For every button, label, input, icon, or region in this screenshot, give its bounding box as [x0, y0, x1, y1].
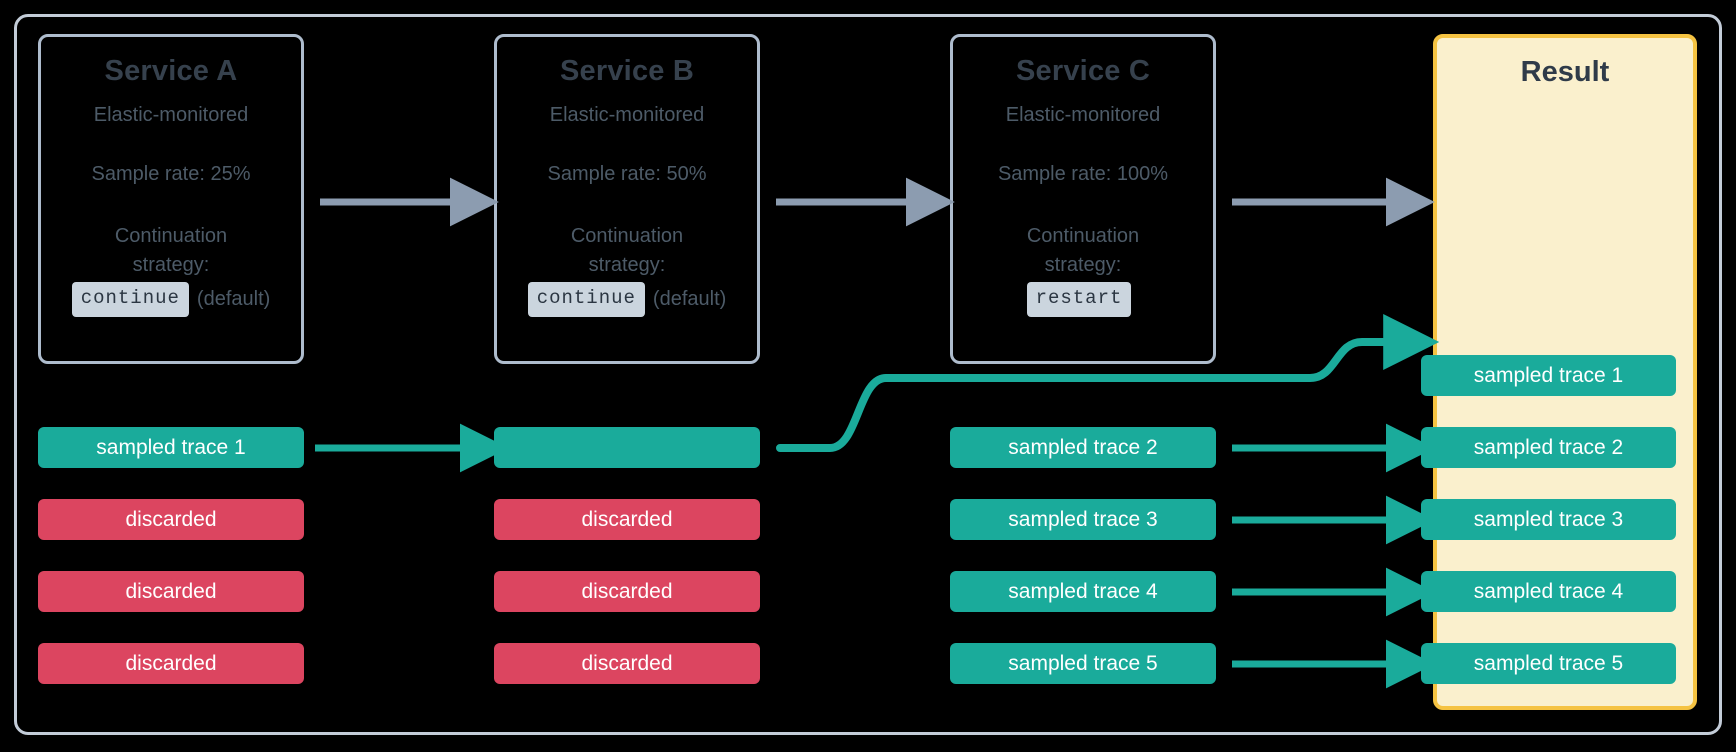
- service-c-continuation: Continuation strategy: restart: [1026, 222, 1140, 317]
- service-c-strategy-row: restart: [1026, 282, 1140, 317]
- service-c-strategy-code: restart: [1026, 282, 1132, 317]
- trace-pill-a-2-label: discarded: [125, 508, 217, 531]
- service-c-title: Service C: [1016, 55, 1150, 87]
- service-card-c: Service C Elastic-monitored Sample rate:…: [950, 34, 1216, 364]
- trace-pill-c-3-label: sampled trace 4: [1008, 580, 1158, 603]
- result-pill-1[interactable]: sampled trace 1: [1421, 355, 1676, 396]
- trace-pill-b-3[interactable]: discarded: [494, 571, 760, 612]
- result-pill-4-label: sampled trace 4: [1473, 580, 1624, 603]
- service-a-strategy-code: continue: [71, 282, 189, 317]
- trace-pill-c-1-label: sampled trace 2: [1008, 436, 1158, 459]
- result-pill-2-label: sampled trace 2: [1473, 436, 1624, 459]
- service-a-title: Service A: [104, 55, 238, 87]
- service-card-b: Service B Elastic-monitored Sample rate:…: [494, 34, 760, 364]
- result-pill-5[interactable]: sampled trace 5: [1421, 643, 1676, 684]
- service-b-continuation-line1: Continuation: [570, 225, 684, 247]
- service-c-continuation-line1: Continuation: [1026, 225, 1140, 247]
- trace-pill-c-2-label: sampled trace 3: [1008, 508, 1158, 531]
- service-c-subtitle: Elastic-monitored: [1005, 104, 1161, 126]
- result-pill-4[interactable]: sampled trace 4: [1421, 571, 1676, 612]
- trace-pill-a-1[interactable]: sampled trace 1: [38, 427, 304, 468]
- service-a-continuation-line2: strategy:: [132, 254, 210, 276]
- trace-pill-c-3[interactable]: sampled trace 4: [950, 571, 1216, 612]
- service-a-subtitle: Elastic-monitored: [93, 104, 249, 126]
- result-pill-3-label: sampled trace 3: [1473, 508, 1624, 531]
- service-b-subtitle: Elastic-monitored: [549, 104, 705, 126]
- service-b-sample-rate: Sample rate: 50%: [547, 163, 707, 185]
- service-a-sample-rate: Sample rate: 25%: [91, 163, 251, 185]
- service-c-sample-rate: Sample rate: 100%: [997, 163, 1169, 185]
- trace-pill-b-2[interactable]: discarded: [494, 499, 760, 540]
- service-a-continuation-line1: Continuation: [114, 225, 228, 247]
- trace-pill-a-3[interactable]: discarded: [38, 571, 304, 612]
- service-b-continuation-line2: strategy:: [588, 254, 666, 276]
- trace-pill-a-4-label: discarded: [125, 652, 217, 675]
- trace-pill-b-4[interactable]: discarded: [494, 643, 760, 684]
- trace-pill-b-1[interactable]: [494, 427, 760, 468]
- trace-pill-a-3-label: discarded: [125, 580, 217, 603]
- result-pill-2[interactable]: sampled trace 2: [1421, 427, 1676, 468]
- result-pill-5-label: sampled trace 5: [1473, 652, 1624, 675]
- trace-pill-c-4-label: sampled trace 5: [1008, 652, 1158, 675]
- trace-pill-c-2[interactable]: sampled trace 3: [950, 499, 1216, 540]
- result-pill-1-label: sampled trace 1: [1473, 364, 1624, 387]
- service-b-strategy-row: continue (default): [527, 282, 727, 317]
- service-c-continuation-line2: strategy:: [1044, 254, 1122, 276]
- service-b-strategy-note: (default): [652, 287, 727, 310]
- service-b-continuation: Continuation strategy: continue (default…: [527, 222, 727, 317]
- trace-pill-b-2-label: discarded: [581, 508, 673, 531]
- trace-pill-c-4[interactable]: sampled trace 5: [950, 643, 1216, 684]
- result-title: Result: [1520, 56, 1610, 88]
- trace-pill-c-1[interactable]: sampled trace 2: [950, 427, 1216, 468]
- service-b-title: Service B: [560, 55, 694, 87]
- service-a-strategy-row: continue (default): [71, 282, 271, 317]
- result-pill-3[interactable]: sampled trace 3: [1421, 499, 1676, 540]
- trace-pill-a-4[interactable]: discarded: [38, 643, 304, 684]
- trace-pill-b-4-label: discarded: [581, 652, 673, 675]
- trace-pill-a-2[interactable]: discarded: [38, 499, 304, 540]
- service-card-a: Service A Elastic-monitored Sample rate:…: [38, 34, 304, 364]
- service-b-strategy-code: continue: [527, 282, 645, 317]
- trace-pill-a-1-label: sampled trace 1: [96, 436, 246, 459]
- service-a-continuation: Continuation strategy: continue (default…: [71, 222, 271, 317]
- service-a-strategy-note: (default): [196, 287, 271, 310]
- trace-pill-b-3-label: discarded: [581, 580, 673, 603]
